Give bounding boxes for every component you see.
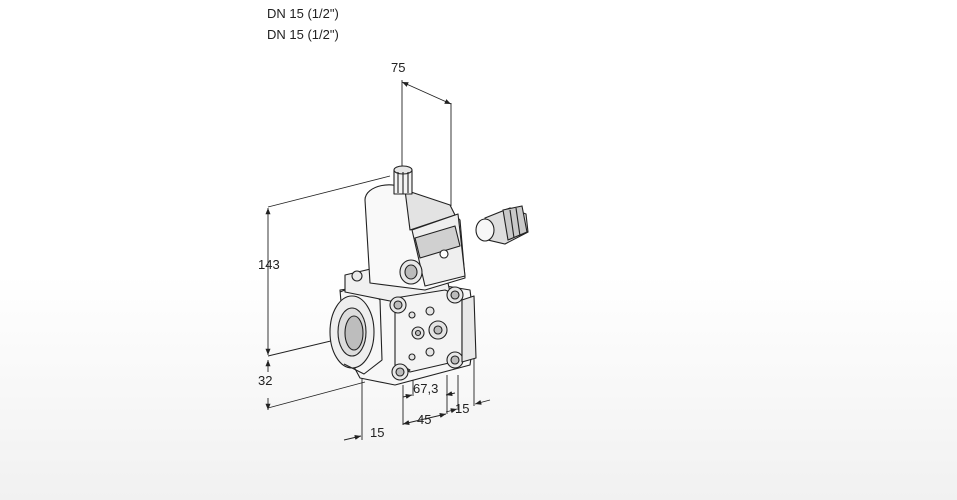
dim-top-width: 75 <box>391 60 405 75</box>
dim-height: 143 <box>258 257 280 272</box>
valve-body <box>329 165 477 386</box>
title-line-1: DN 15 (1/2") <box>267 6 339 21</box>
dim-body-width: 45 <box>417 412 431 427</box>
dimension-lines <box>265 80 491 441</box>
dim-left-offset: 15 <box>370 425 384 440</box>
dim-right-offset: 15 <box>455 401 469 416</box>
dim-port-spacing: 67,3 <box>413 381 438 396</box>
title-line-2: DN 15 (1/2") <box>267 27 339 42</box>
cable-gland-icon <box>475 205 529 245</box>
dim-base-height: 32 <box>258 373 272 388</box>
